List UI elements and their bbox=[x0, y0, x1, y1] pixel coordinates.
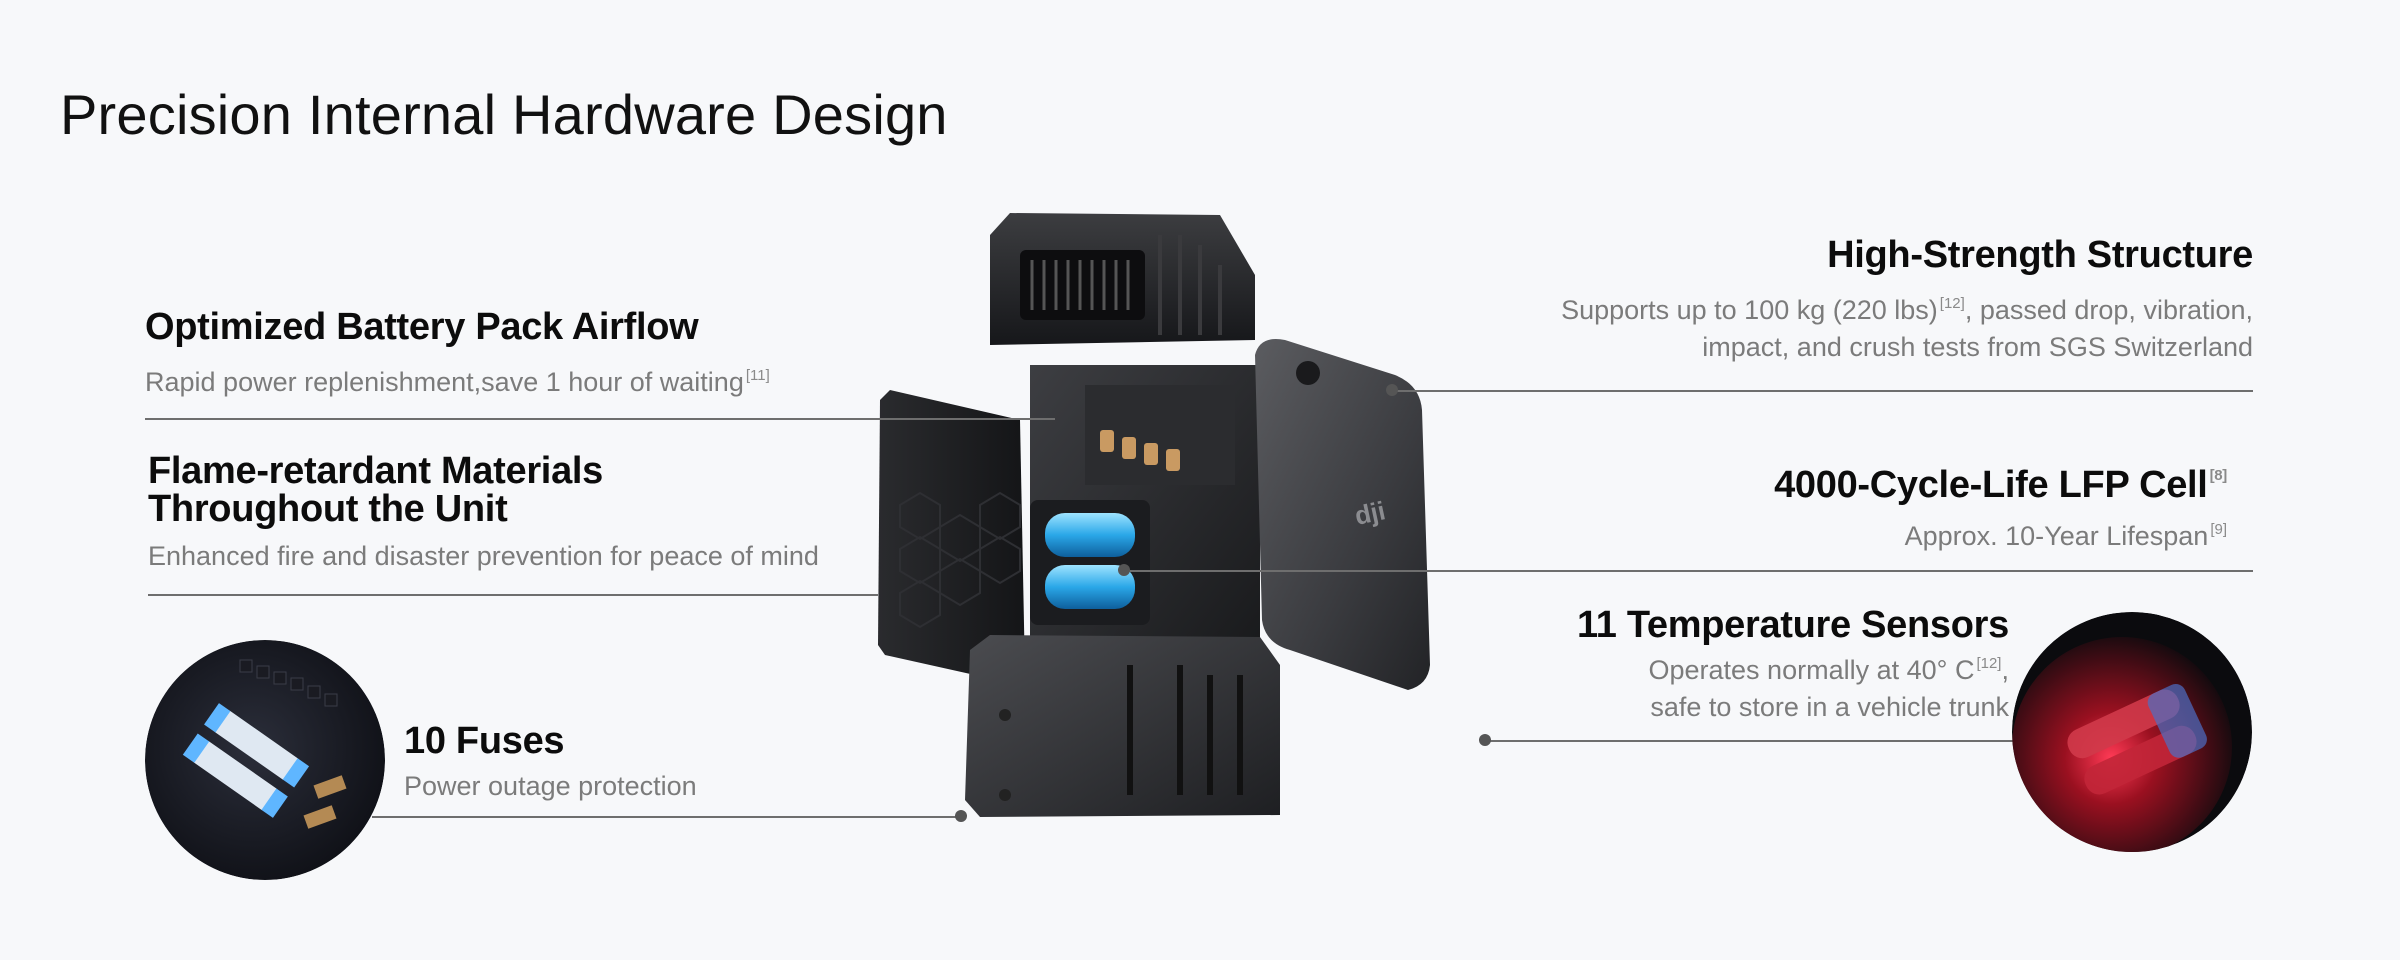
feature-structure: High-Strength Structure Supports up to 1… bbox=[1561, 236, 2253, 367]
callout-dot-fuses bbox=[955, 810, 967, 822]
dji-logo: dji bbox=[1352, 495, 1388, 531]
feature-structure-desc: Supports up to 100 kg (220 lbs)[12], pas… bbox=[1561, 295, 2253, 363]
feature-temp-desc: Operates normally at 40° C[12],safe to s… bbox=[1648, 655, 2010, 723]
callout-dot-lfp bbox=[1118, 564, 1130, 576]
feature-airflow-desc: Rapid power replenishment,save 1 hour of… bbox=[145, 367, 770, 397]
feature-airflow-title: Optimized Battery Pack Airflow bbox=[145, 306, 699, 348]
callout-line-fuses bbox=[372, 816, 962, 818]
fuses-closeup-image bbox=[145, 640, 385, 880]
feature-structure-title: High-Strength Structure bbox=[1827, 234, 2253, 276]
callout-line-lfp bbox=[1125, 570, 2253, 572]
feature-lfp-cell: 4000-Cycle-Life LFP Cell[8] Approx. 10-Y… bbox=[1774, 466, 2227, 555]
feature-flame-desc: Enhanced fire and disaster prevention fo… bbox=[148, 541, 819, 571]
callout-line-temp bbox=[1485, 740, 2020, 742]
page-title: Precision Internal Hardware Design bbox=[60, 83, 948, 146]
feature-fuses-title: 10 Fuses bbox=[404, 720, 565, 762]
feature-fuses: 10 Fuses Power outage protection bbox=[404, 722, 697, 805]
feature-lfp-desc: Approx. 10-Year Lifespan[9] bbox=[1904, 521, 2227, 551]
feature-fuses-desc: Power outage protection bbox=[404, 771, 697, 801]
feature-airflow: Optimized Battery Pack Airflow Rapid pow… bbox=[145, 308, 770, 401]
footnote-ref[interactable]: [12] bbox=[1939, 295, 1965, 312]
callout-line-structure bbox=[1390, 390, 2253, 392]
temperature-sensors-closeup-image bbox=[2012, 612, 2252, 852]
footnote-ref[interactable]: [11] bbox=[745, 367, 770, 384]
footnote-ref[interactable]: [12] bbox=[1976, 655, 2002, 672]
feature-lfp-title: 4000-Cycle-Life LFP Cell[8] bbox=[1774, 464, 2228, 506]
power-station-exploded-image: dji bbox=[878, 213, 1430, 817]
feature-temperature-sensors: 11 Temperature Sensors Operates normally… bbox=[1577, 606, 2009, 727]
callout-dot-structure bbox=[1386, 384, 1398, 396]
callout-dot-temp bbox=[1479, 734, 1491, 746]
feature-temp-title: 11 Temperature Sensors bbox=[1576, 604, 2009, 646]
callout-line-flame bbox=[148, 594, 878, 596]
callout-line-airflow bbox=[145, 418, 1055, 420]
footnote-ref[interactable]: [8] bbox=[2209, 467, 2228, 484]
footnote-ref[interactable]: [9] bbox=[2210, 521, 2227, 538]
